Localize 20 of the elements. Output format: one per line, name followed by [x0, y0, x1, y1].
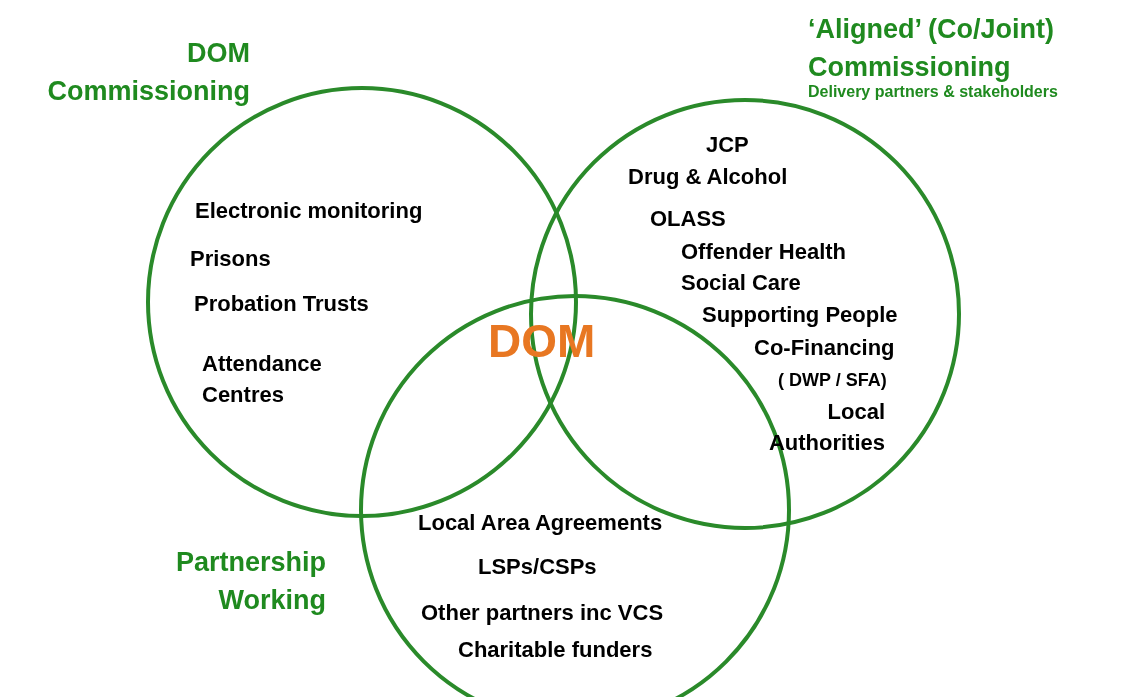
list-item: Electronic monitoring [195, 198, 423, 224]
list-item: JCP [706, 132, 749, 158]
circle-heading: ‘Aligned’ (Co/Joint) Commissioning [808, 13, 1055, 84]
list-item: ( DWP / SFA) [778, 369, 887, 392]
list-item: Offender Health [681, 239, 847, 265]
circle-heading: DOM Commissioning [46, 37, 250, 108]
list-item: LSPs/CSPs [478, 554, 597, 580]
list-item: Probation Trusts [194, 291, 369, 317]
circle-heading: Partnership Working [174, 546, 326, 617]
list-item: Prisons [190, 246, 271, 272]
list-item: Attendance Centres [202, 350, 323, 409]
list-item: Local Area Agreements [418, 510, 663, 536]
list-item: Social Care [681, 270, 801, 296]
list-item: OLASS [650, 206, 726, 232]
list-item: Co-Financing [754, 335, 895, 361]
circle-subheading: Delivery partners & stakeholders [808, 82, 1058, 102]
list-item: Other partners inc VCS [421, 600, 664, 626]
list-item: Drug & Alcohol [628, 164, 788, 190]
list-item: Charitable funders [458, 637, 653, 663]
list-item: Supporting People [702, 302, 898, 328]
